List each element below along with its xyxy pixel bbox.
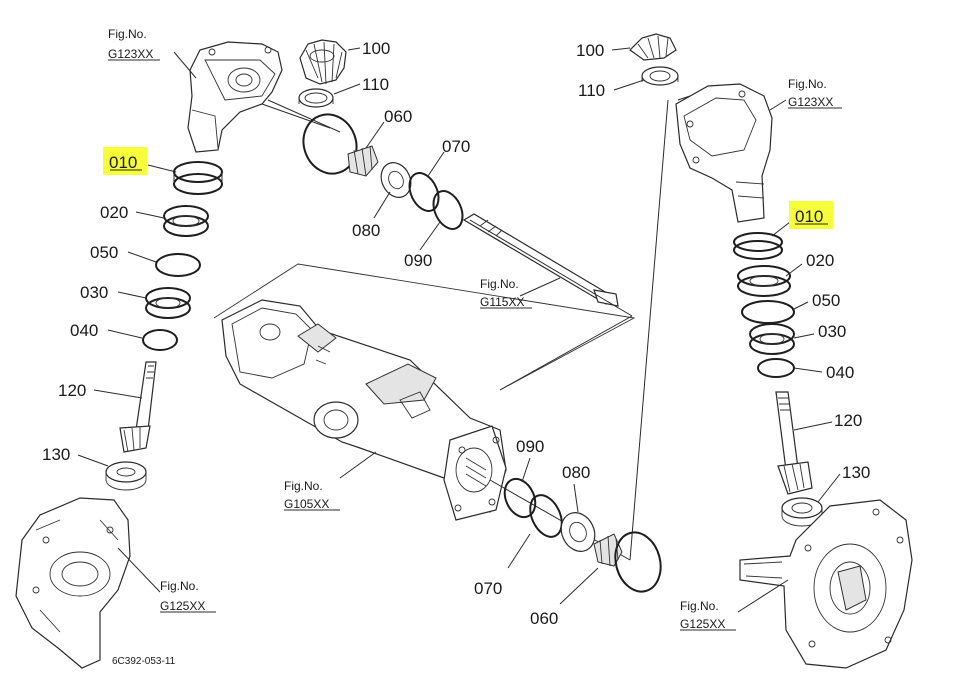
center-drive-shaft <box>462 213 619 307</box>
left-bearing-130 <box>105 461 147 491</box>
right-seal-010 <box>733 232 783 260</box>
right-assembly: 010 100 110 020 050 030 040 120 130 Fig.… <box>576 33 913 669</box>
center-axle-fig-title: Fig.No. <box>284 479 323 493</box>
center-bottom-bearing-080 <box>560 512 596 552</box>
right-bearing-110 <box>641 66 679 86</box>
right-shaft-pinion-120 <box>775 391 813 495</box>
center-label-080-top: 080 <box>352 221 380 240</box>
center-leader-lines <box>339 121 599 605</box>
right-top-fig-code: G123XX <box>788 95 833 109</box>
left-label-100: 100 <box>362 39 390 58</box>
center-top-shim-070 <box>408 172 440 212</box>
left-label-030: 030 <box>80 283 108 302</box>
center-label-070-top: 070 <box>442 137 470 156</box>
right-bevel-gear-100 <box>629 33 677 61</box>
left-snap-ring-050 <box>155 253 201 277</box>
left-label-130: 130 <box>42 445 70 464</box>
center-label-060-top: 060 <box>384 107 412 126</box>
left-upper-gear-case <box>187 41 283 153</box>
left-bearing-030 <box>145 287 191 319</box>
left-bottom-fig-code: G125XX <box>160 599 205 613</box>
center-bottom-ring-090 <box>503 477 537 519</box>
left-top-fig-code: G123XX <box>108 47 153 61</box>
left-bearing-020 <box>163 205 209 237</box>
right-top-fig-title: Fig.No. <box>788 77 827 91</box>
center-top-gasket <box>302 113 358 175</box>
center-bottom-pinion-060 <box>593 533 623 567</box>
left-label-020: 020 <box>100 203 128 222</box>
right-label-020: 020 <box>806 251 834 270</box>
center-assembly: 060 070 080 090 090 080 070 060 Fig.No. … <box>213 107 662 628</box>
center-shaft-fig-title: Fig.No. <box>480 277 519 291</box>
right-leader-lines <box>737 221 841 613</box>
center-axle-housing <box>213 263 636 521</box>
right-label-130: 130 <box>842 463 870 482</box>
left-assembly: 010 020 050 030 040 120 130 100 110 Fig.… <box>15 27 390 669</box>
left-label-050: 050 <box>90 243 118 262</box>
right-bearing-130 <box>781 497 823 527</box>
left-label-010: 010 <box>109 153 137 172</box>
left-label-110: 110 <box>362 75 389 94</box>
center-shaft-fig-code: G115XX <box>480 295 524 309</box>
center-top-bearing-080 <box>380 162 412 198</box>
right-snap-ring-050 <box>741 300 795 324</box>
left-bearing-110 <box>298 88 334 108</box>
left-bevel-gear-100 <box>299 39 347 85</box>
right-label-100: 100 <box>576 41 604 60</box>
right-bottom-fig-title: Fig.No. <box>680 599 719 613</box>
center-bottom-shim-070 <box>529 494 563 538</box>
center-label-080-bottom: 080 <box>562 463 590 482</box>
left-label-120: 120 <box>58 381 86 400</box>
left-bottom-fig-title: Fig.No. <box>160 579 199 593</box>
center-label-070-bottom: 070 <box>474 579 502 598</box>
right-lower-axle-case <box>739 499 913 669</box>
right-upper-gear-case <box>675 83 773 223</box>
drawing-code: 6C392-053-11 <box>112 656 176 667</box>
right-label-050: 050 <box>812 291 840 310</box>
center-label-090-top: 090 <box>404 251 432 270</box>
right-snap-ring-040 <box>757 358 795 378</box>
right-label-120: 120 <box>834 411 862 430</box>
center-bottom-gasket <box>614 531 662 593</box>
center-label-090-bottom: 090 <box>516 437 544 456</box>
center-top-ring-090 <box>432 190 464 230</box>
right-bottom-fig-code: G125XX <box>680 617 725 631</box>
right-bearing-020 <box>737 265 791 297</box>
left-leader-lines <box>77 47 361 593</box>
left-lower-axle-case <box>15 497 131 669</box>
left-snap-ring-040 <box>142 329 178 351</box>
left-label-040: 040 <box>70 321 98 340</box>
center-top-pinion-060 <box>347 145 379 177</box>
center-axle-fig-code: G105XX <box>284 497 329 511</box>
right-label-010: 010 <box>795 207 823 226</box>
center-label-060-bottom: 060 <box>530 609 558 628</box>
left-top-fig-title: Fig.No. <box>108 27 147 41</box>
right-label-110: 110 <box>578 81 605 100</box>
left-seal-010 <box>173 161 223 195</box>
right-bearing-030 <box>749 323 795 355</box>
right-label-040: 040 <box>826 363 854 382</box>
left-shaft-pinion-120 <box>119 361 157 453</box>
right-label-030: 030 <box>818 322 846 341</box>
